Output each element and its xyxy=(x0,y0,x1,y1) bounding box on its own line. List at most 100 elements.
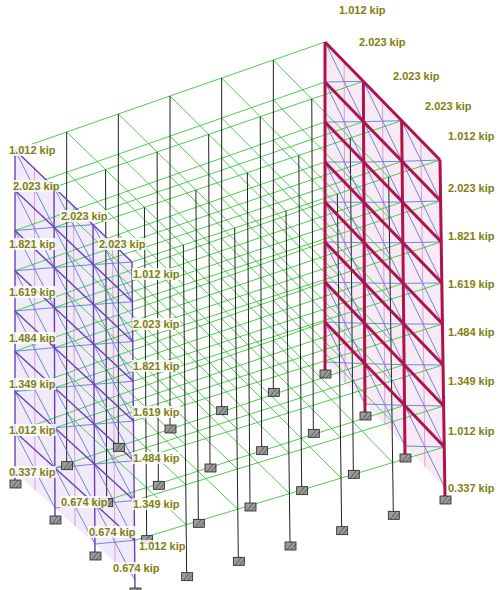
floor-beam xyxy=(222,319,341,438)
floor-beam xyxy=(222,118,338,234)
column xyxy=(337,194,341,529)
column xyxy=(66,132,67,464)
floor-beams xyxy=(15,42,444,540)
brace xyxy=(54,187,93,264)
support xyxy=(285,542,296,550)
load-label: 1.012 kip xyxy=(132,268,180,280)
load-label: 1.012 kip xyxy=(8,424,56,436)
column xyxy=(260,117,261,449)
hatch xyxy=(424,426,426,467)
load-label: 1.349 kip xyxy=(132,498,180,510)
support xyxy=(62,462,73,470)
right-frame-column xyxy=(363,81,365,414)
hatch xyxy=(74,406,75,446)
hatch xyxy=(423,345,425,386)
load-label: 1.012 kip xyxy=(8,144,56,156)
hatch xyxy=(420,140,422,181)
supports xyxy=(10,370,451,590)
hatch xyxy=(34,249,35,289)
column xyxy=(247,173,250,505)
load-label: 2.023 kip xyxy=(98,238,146,250)
column xyxy=(144,207,146,537)
hatch xyxy=(344,62,345,102)
support xyxy=(440,496,451,504)
hatch xyxy=(344,263,345,303)
load-label: 1.619 kip xyxy=(447,278,495,290)
load-label: 0.337 kip xyxy=(8,466,56,478)
support xyxy=(400,454,411,462)
right-frame-beam xyxy=(325,282,444,406)
brace xyxy=(404,365,444,447)
support xyxy=(348,470,359,478)
support xyxy=(217,407,228,415)
left-frame-beam xyxy=(15,432,135,541)
support xyxy=(153,481,164,489)
load-label: 1.349 kip xyxy=(8,378,56,390)
column xyxy=(196,190,198,521)
support xyxy=(297,487,308,495)
brace xyxy=(403,243,443,324)
hatch xyxy=(423,385,425,426)
support xyxy=(360,412,371,420)
support xyxy=(320,370,331,378)
support xyxy=(337,527,348,535)
load-label: 1.349 kip xyxy=(447,375,495,387)
left-frame-beam xyxy=(15,351,134,461)
column xyxy=(221,78,222,409)
brace xyxy=(325,42,364,122)
hatch xyxy=(113,403,114,443)
support xyxy=(10,480,21,488)
load-label: 1.821 kip xyxy=(8,238,56,250)
support xyxy=(257,447,268,455)
load-label: 1.821 kip xyxy=(447,230,495,242)
support xyxy=(165,425,176,433)
load-label: 2.023 kip xyxy=(132,318,180,330)
brace xyxy=(402,161,441,242)
brace xyxy=(363,81,402,161)
right-frame-column xyxy=(402,121,405,456)
support xyxy=(90,552,101,560)
floor-beam xyxy=(273,100,389,218)
hatch xyxy=(344,222,345,262)
brace xyxy=(403,202,442,283)
hatch xyxy=(344,343,345,383)
right-frame-beam xyxy=(325,242,443,365)
right-frame-column xyxy=(324,42,327,372)
column xyxy=(312,99,314,431)
load-label: 2.023 kip xyxy=(424,100,472,112)
hatch xyxy=(344,142,345,182)
floor-beam xyxy=(273,300,392,422)
support xyxy=(245,503,256,511)
floor-beam xyxy=(222,359,341,479)
support xyxy=(308,429,319,437)
hatch xyxy=(421,222,423,263)
load-label: 2.023 kip xyxy=(447,182,495,194)
hatch xyxy=(421,181,423,222)
hatch xyxy=(422,263,424,304)
hatch xyxy=(74,366,75,406)
hatch xyxy=(383,223,384,264)
column xyxy=(118,114,119,445)
hatch xyxy=(73,286,74,326)
load-label: 1.012 kip xyxy=(338,4,386,16)
load-label: 1.484 kip xyxy=(8,332,56,344)
support xyxy=(193,519,204,527)
floor-beam xyxy=(273,260,391,381)
column xyxy=(183,245,186,575)
floor-beam xyxy=(170,337,289,454)
braced-frames xyxy=(15,42,445,590)
load-label: 1.012 kip xyxy=(447,130,495,142)
hatch xyxy=(383,263,384,304)
load-label: 2.023 kip xyxy=(12,180,60,192)
brace xyxy=(405,405,445,488)
hatch xyxy=(113,363,114,403)
floor-beam xyxy=(170,377,290,494)
column xyxy=(170,96,171,427)
column xyxy=(235,228,239,559)
column xyxy=(299,155,302,488)
floor-beam xyxy=(273,180,390,299)
support xyxy=(50,516,61,524)
load-label: 1.484 kip xyxy=(447,326,495,338)
support xyxy=(233,557,244,565)
hatch xyxy=(383,182,384,223)
